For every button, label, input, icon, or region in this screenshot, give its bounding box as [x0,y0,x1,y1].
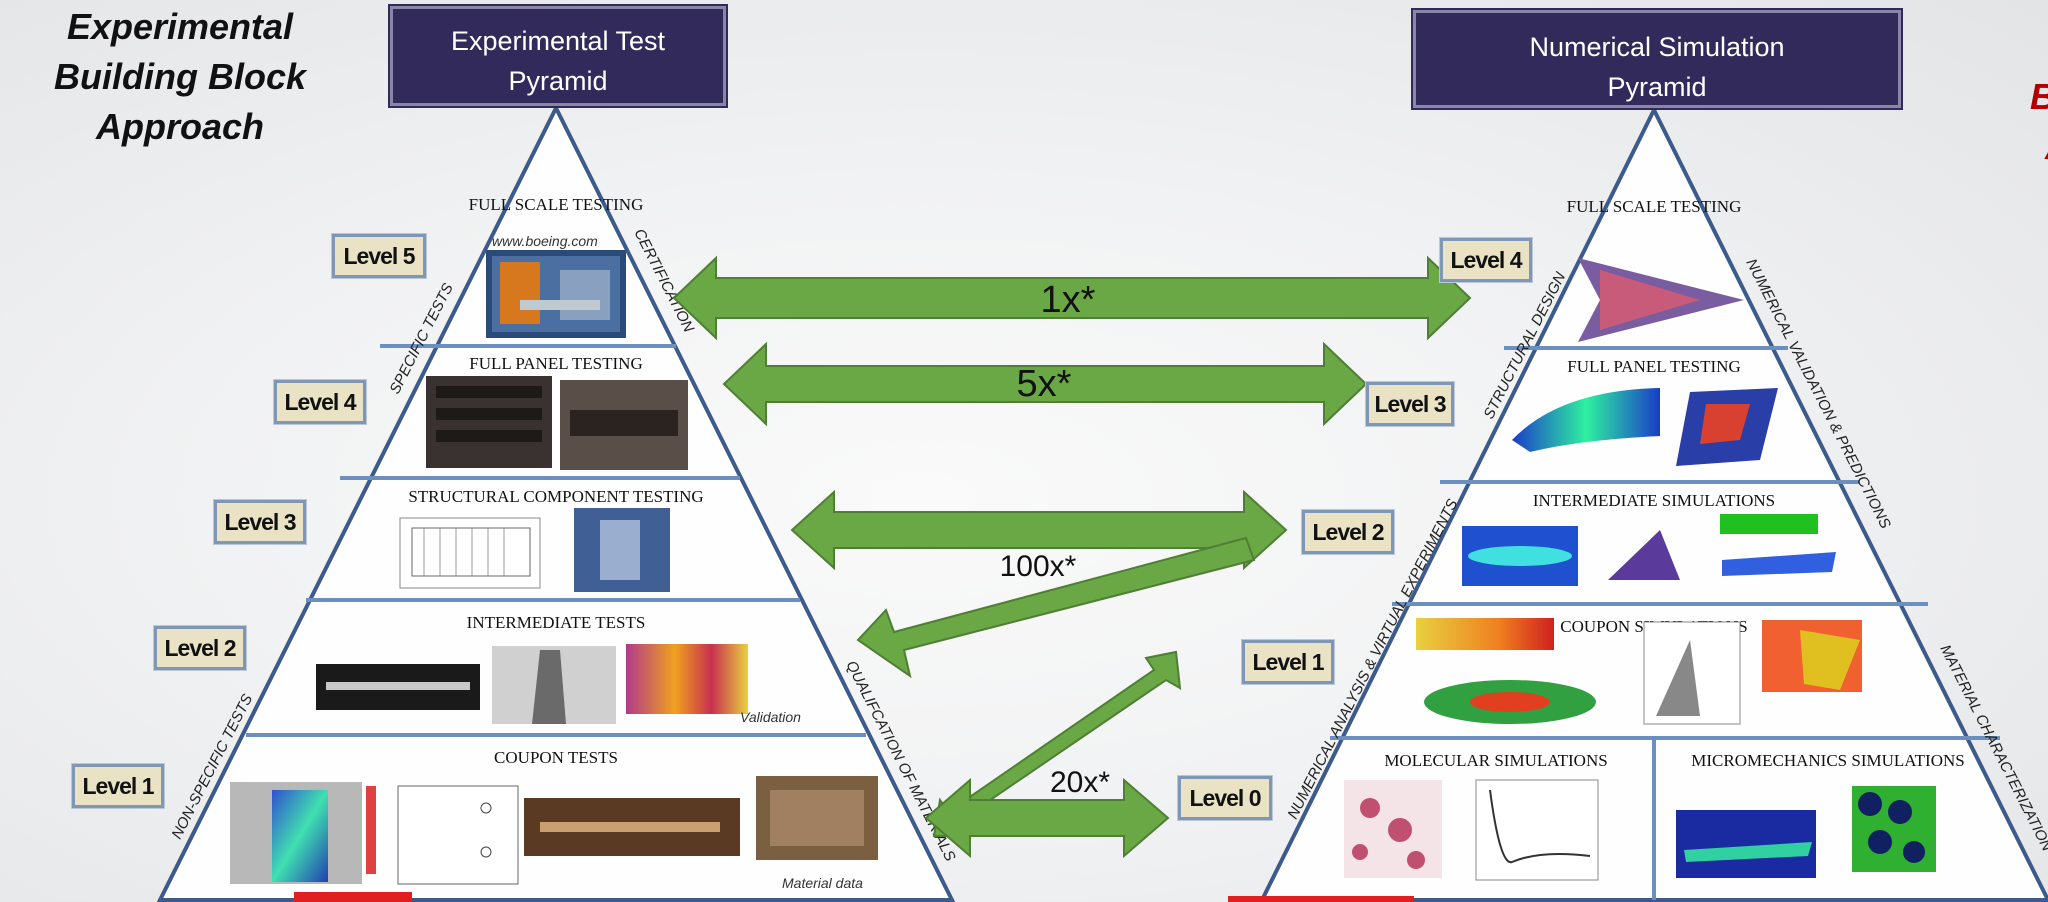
left-side-title-line: Experimental [66,6,294,47]
right-section-label: MOLECULAR SIMULATIONS [1384,751,1607,770]
left-section-label: INTERMEDIATE TESTS [467,613,646,632]
micromechanics-simulation-images [1676,786,1936,878]
arrow-100x-diagonal [856,536,1256,679]
image-caption-validation: Validation [740,709,801,725]
coupon-test-photos [230,776,878,885]
full-scale-simulation-image [1578,258,1744,342]
left-level-1-badge: Level 1 [71,763,165,809]
ratio-label-20x: 20x* [1050,766,1110,799]
image-caption-material: Material data [782,875,863,891]
arrow-1x [672,255,1472,341]
arrow-20x-diagonal [932,650,1182,837]
left-pyramid-title-line: Pyramid [508,66,608,96]
right-level-0-badge: Level 0 [1177,775,1273,821]
full-scale-test-photo [486,250,626,338]
right-side-title-line: App [1930,122,2048,172]
left-side-title: Experimental Building Block Approach [30,2,330,152]
right-side-title: M Buildi App [1930,22,2048,172]
left-pyramid-title: Experimental Test Pyramid [388,4,728,108]
intermediate-simulation-images [1462,514,1836,586]
molecular-simulation-images [1344,779,1599,881]
left-side-title-line: Building Block [54,56,306,97]
left-section-label: FULL PANEL TESTING [469,354,642,373]
right-level-3-badge: Level 3 [1365,381,1455,427]
arrow-100x-horizontal [790,489,1288,571]
coupon-simulation-images [1416,618,1862,725]
right-level-1-badge: Level 1 [1241,639,1335,685]
right-section-label: FULL PANEL TESTING [1567,357,1740,376]
right-side-title-line: Buildi [1930,72,2048,122]
left-side-title-line: Approach [95,106,264,147]
left-pyramid-title-line: Experimental Test [450,26,666,56]
right-level-4-badge: Level 4 [1439,237,1533,283]
ratio-label-5x: 5x* [1017,363,1072,405]
right-section-label: MICROMECHANICS SIMULATIONS [1691,751,1964,770]
arrow-20x-horizontal [924,777,1170,859]
accent-bar [294,892,412,902]
left-section-label: COUPON TESTS [494,748,618,767]
right-pyramid-title-line: Numerical Simulation [1529,32,1785,62]
left-level-5-badge: Level 5 [331,233,427,279]
right-section-label: INTERMEDIATE SIMULATIONS [1533,491,1775,510]
intermediate-test-photos [316,644,748,724]
left-section-label: STRUCTURAL COMPONENT TESTING [408,487,703,506]
left-level-3-badge: Level 3 [213,499,307,545]
full-panel-test-photos [426,376,688,470]
left-section-label: FULL SCALE TESTING [469,195,644,214]
left-pyramid: FULL SCALE TESTING FULL PANEL TESTING ST… [156,103,959,902]
right-pyramid-title: Numerical Simulation Pyramid [1411,8,1903,110]
ratio-label-1x: 1x* [1041,279,1096,321]
left-level-4-badge: Level 4 [273,379,367,425]
right-pyramid: FULL SCALE TESTING FULL PANEL TESTING IN… [1258,105,2048,902]
image-caption-source: www.boeing.com [492,233,598,249]
right-pyramid-title-line: Pyramid [1607,72,1707,102]
ratio-label-100x: 100x* [1000,550,1077,583]
structural-component-drawings [399,508,670,592]
accent-bar [1228,896,1414,902]
left-level-2-badge: Level 2 [153,625,247,671]
full-panel-simulation-images [1512,388,1778,466]
right-section-label: FULL SCALE TESTING [1567,197,1742,216]
right-level-2-badge: Level 2 [1301,509,1395,555]
